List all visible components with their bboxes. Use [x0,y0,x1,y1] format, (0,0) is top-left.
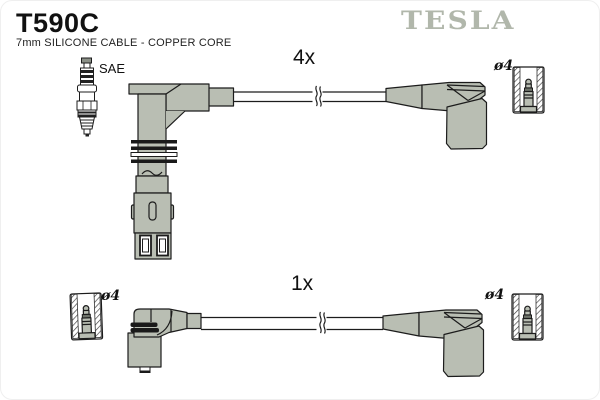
quantity-label-bottom: 1x [291,272,314,295]
sae-label: SAE [99,61,126,76]
bottom-cable-assembly [69,292,544,378]
cable-top [233,85,386,108]
terminal-cross-section-bottom-right [511,293,544,341]
terminal-diameter-label-bottom-left: ø4 [101,288,121,304]
plug-connector-bottom-left [127,308,202,373]
terminal-diameter-label-bottom-right: ø4 [485,287,505,303]
cable-bottom [201,311,383,335]
terminal-cross-section-top-right [512,66,545,114]
quantity-label-top: 4x [293,46,316,69]
page-title: T590C [16,8,100,38]
terminal-cross-section-bottom-left [69,292,104,341]
coil-connector-top [128,83,235,260]
plug-boot-bottom-right [382,309,485,378]
terminal-diameter-label-top-right: ø4 [494,58,514,74]
cable-spec-subtitle: 7mm SILICONE CABLE - COPPER CORE [16,37,232,49]
spark-plug-icon [76,57,98,137]
plug-boot-top-right [385,81,488,150]
top-cable-assembly [128,66,545,260]
tesla-logo: TESLA [401,7,516,36]
